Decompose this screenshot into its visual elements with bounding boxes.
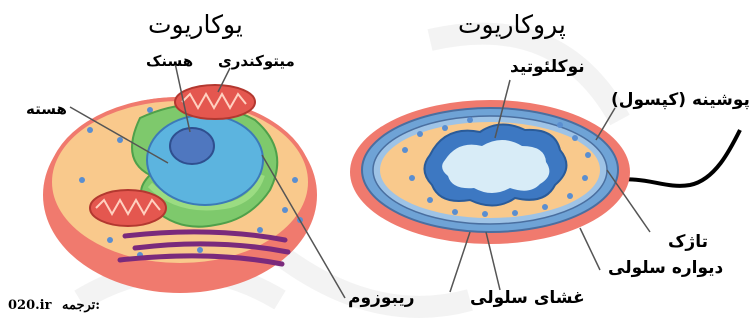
mitochondria-label: میتوکندری [218, 52, 295, 70]
nucleoid-inner [442, 140, 549, 193]
credit: 020.ir ترجمه: [8, 298, 100, 313]
eukaryote-title: یوکاریوت [148, 10, 243, 39]
ribosome-label: ریبوزوم [348, 288, 415, 308]
flagellum-label: تاژک [668, 232, 708, 252]
nucleus-label: هسته [26, 100, 67, 118]
credit-prefix: ترجمه: [62, 298, 100, 313]
cell-wall-label: دیواره سلولی [608, 258, 723, 278]
mitochondrion-bottom [90, 190, 166, 226]
nucleolus [170, 128, 214, 164]
capsule-label: پوشینه (کپسول) [611, 90, 750, 110]
prokaryote-title: پروکاریوت [458, 10, 566, 39]
nucleolus-label: هسنک [146, 52, 193, 70]
cell-membrane-label: غشای سلولی [470, 288, 585, 308]
mitochondrion-top [175, 85, 255, 119]
nucleotide-label: نوکلئوتید [510, 57, 585, 77]
credit-site: 020.ir [8, 298, 51, 313]
